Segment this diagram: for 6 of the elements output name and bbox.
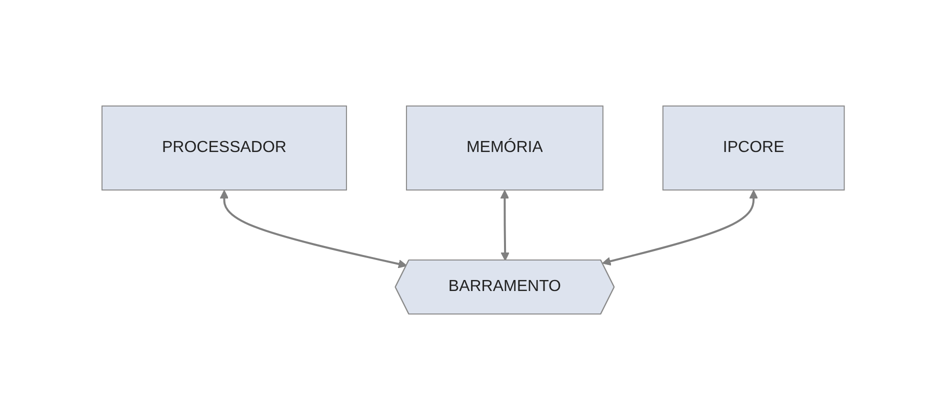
node-box: MEMÓRIA	[406, 106, 604, 190]
node-box: IPCORE	[662, 106, 845, 190]
arrow	[602, 190, 758, 266]
arrow	[220, 190, 407, 268]
node-box: PROCESSADOR	[101, 106, 347, 190]
arrow	[500, 190, 510, 261]
